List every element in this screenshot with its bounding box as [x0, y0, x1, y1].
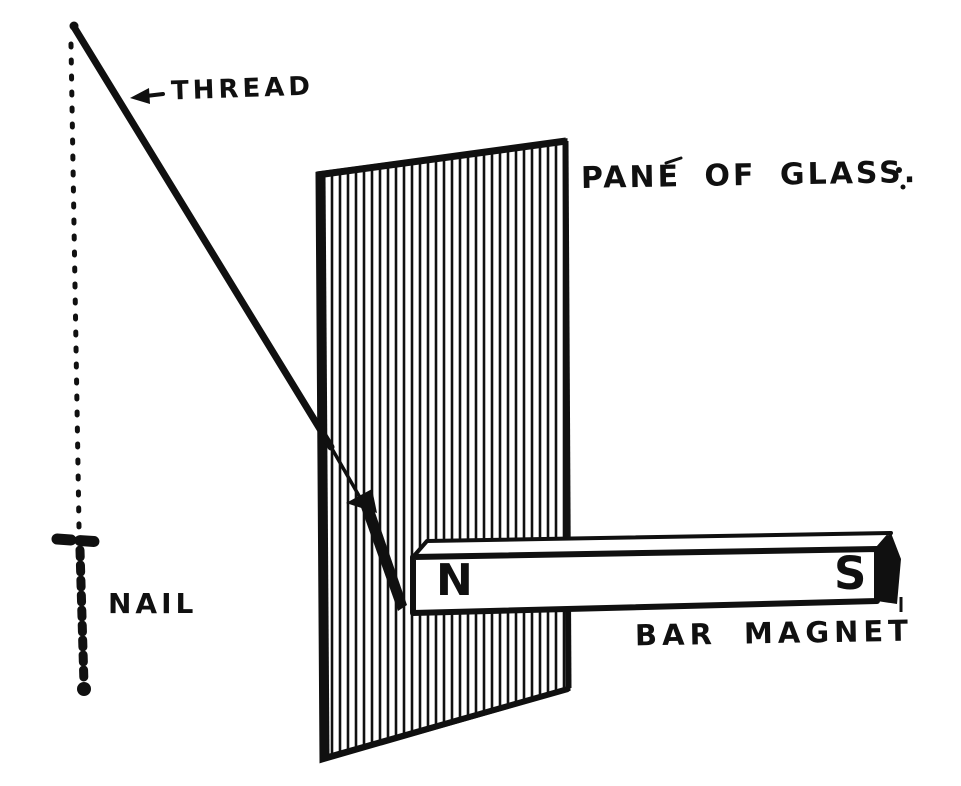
left-arrow-icon — [130, 88, 165, 104]
glass-bottom-edge — [320, 686, 569, 762]
bar-magnet-label: BAR MAGNET — [634, 613, 914, 653]
print-artifacts — [664, 156, 906, 612]
thread-label: THREAD — [170, 71, 315, 107]
thread-lower-segment — [329, 445, 364, 503]
nail-body — [358, 495, 407, 611]
dotted-nail-head-crossbar — [51, 533, 107, 548]
artifact-dot — [900, 184, 906, 190]
glass-pane-surface — [315, 138, 571, 764]
south-pole-label: S — [834, 547, 867, 600]
nail-label: NAIL — [108, 587, 198, 620]
artifact-mark — [664, 156, 683, 165]
glass-top-edge — [316, 137, 567, 179]
artifact-dot — [896, 167, 902, 173]
suspended-nail — [346, 489, 407, 611]
thread-upper-segment — [70, 23, 335, 451]
magnet-end-cap — [877, 533, 901, 604]
plumb-line-upper-dots — [68, 41, 82, 530]
thread-line — [69, 21, 364, 503]
glass-pane — [315, 137, 572, 764]
dotted-nail-tip-dot — [77, 682, 91, 696]
glass-left-edge — [316, 174, 330, 760]
arrow-head — [130, 88, 150, 104]
bar-magnet — [410, 531, 901, 616]
dotted-nail-body — [75, 545, 89, 689]
plumb-dotted-line — [51, 41, 107, 696]
magnet-front-face — [410, 546, 880, 616]
north-pole-label: N — [436, 555, 473, 606]
pane-of-glass-label: PANE OF GLASS. — [580, 155, 919, 196]
